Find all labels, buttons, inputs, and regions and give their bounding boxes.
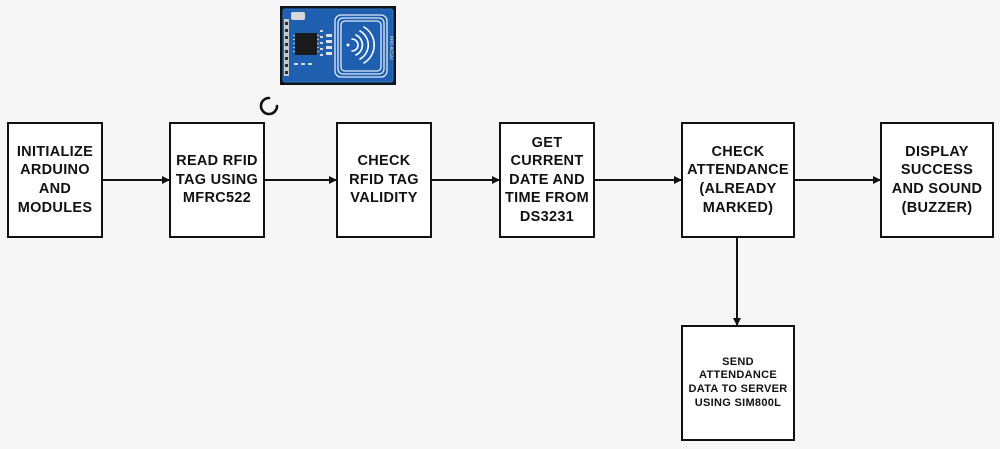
flow-box-send-attendance: SEND ATTENDANCE DATA TO SERVER USING SIM… [681, 325, 795, 441]
flow-box-initialize: INITIALIZE ARDUINO AND MODULES [7, 122, 103, 238]
flow-box-display-success: DISPLAY SUCCESS AND SOUND (BUZZER) [880, 122, 994, 238]
flow-box-check-attendance: CHECK ATTENDANCE (ALREADY MARKED) [681, 122, 795, 238]
flow-box-read-rfid: READ RFID TAG USING MFRC522 [169, 122, 265, 238]
rfid-board-text: RFID-RC522 [389, 36, 394, 60]
rfid-module-image: RFID-RC522 [280, 6, 396, 85]
flow-box-check-validity: CHECK RFID TAG VALIDITY [336, 122, 432, 238]
flow-box-get-date-time: GET CURRENT DATE AND TIME FROM DS3231 [499, 122, 595, 238]
loading-spinner-icon [259, 96, 279, 116]
